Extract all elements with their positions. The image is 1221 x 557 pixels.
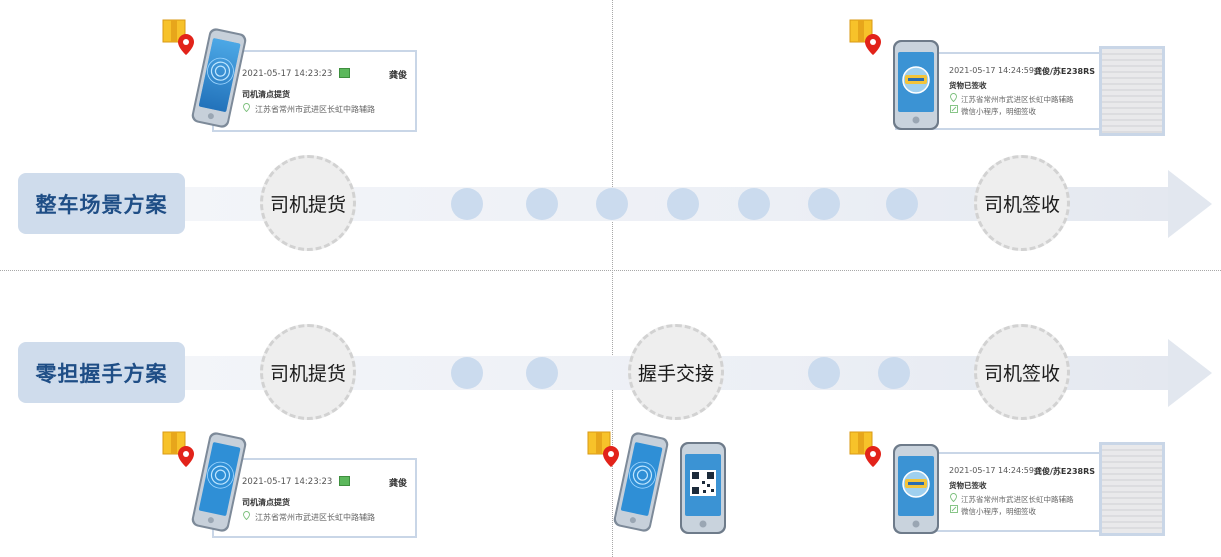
timeline-dot	[526, 357, 558, 389]
card-status: 货物已签收	[949, 481, 987, 490]
package-location-icon	[586, 428, 622, 472]
card-sign-method: 微信小程序，明细签收	[961, 507, 1036, 516]
location-pin-icon	[243, 103, 250, 112]
card-status: 司机清点提货	[242, 498, 290, 507]
package-location-icon	[161, 428, 197, 472]
stage-driver-sign: 司机签收	[974, 155, 1070, 251]
card-datetime: 2021-05-17 14:24:59	[949, 466, 1034, 475]
vertical-divider	[612, 0, 613, 557]
card-driver: 龚俊	[388, 479, 407, 489]
phone-nfc-icon	[190, 430, 248, 538]
scheme-label: 零担握手方案	[18, 342, 185, 403]
timeline-dot	[738, 188, 770, 220]
timeline-dot	[596, 188, 628, 220]
edit-icon	[950, 505, 958, 513]
phone-sign-stamp-icon	[890, 442, 942, 540]
card-driver-plate: 龚俊/苏E238RS	[1034, 67, 1096, 76]
phone-nfc-icon	[190, 26, 248, 134]
signed-document-thumbnail	[1099, 442, 1165, 536]
sign-record-card: 2021-05-17 14:24:59 龚俊/苏E238RS 货物已签收 江苏省…	[895, 46, 1165, 136]
stage-handshake-handover: 握手交接	[628, 324, 724, 420]
location-pin-icon	[243, 511, 250, 520]
card-address: 江苏省常州市武进区长虹中路辅路	[255, 105, 375, 114]
scheme-label: 整车场景方案	[18, 173, 185, 234]
card-datetime: 2021-05-17 14:23:23	[242, 69, 333, 79]
card-sign-method: 微信小程序，明细签收	[961, 107, 1036, 116]
timeline-arrowhead	[1168, 170, 1212, 238]
pickup-record-card: 2021-05-17 14:23:23 龚俊 司机清点提货 江苏省常州市武进区长…	[212, 50, 417, 132]
timeline-dot	[451, 357, 483, 389]
horizontal-divider	[0, 270, 1221, 271]
phone-nfc-icon	[612, 430, 670, 538]
signed-document-thumbnail	[1099, 46, 1165, 136]
timeline-arrowhead	[1168, 339, 1212, 407]
card-driver-plate: 龚俊/苏E238RS	[1034, 467, 1096, 476]
phone-sign-stamp-icon	[890, 38, 942, 136]
timeline-dot	[808, 357, 840, 389]
edit-icon	[950, 105, 958, 113]
package-location-icon	[161, 16, 197, 60]
image-icon	[339, 476, 350, 486]
timeline-dot	[878, 357, 910, 389]
timeline-dot	[451, 188, 483, 220]
location-pin-icon	[950, 493, 957, 502]
card-status: 司机清点提货	[242, 90, 290, 99]
card-datetime: 2021-05-17 14:24:59	[949, 66, 1034, 75]
image-icon	[339, 68, 350, 78]
card-address: 江苏省常州市武进区长虹中路辅路	[961, 495, 1074, 504]
card-address: 江苏省常州市武进区长虹中路辅路	[961, 95, 1074, 104]
card-datetime: 2021-05-17 14:23:23	[242, 477, 333, 487]
stage-driver-sign: 司机签收	[974, 324, 1070, 420]
card-address: 江苏省常州市武进区长虹中路辅路	[255, 513, 375, 522]
phone-qr-code-icon	[677, 440, 729, 540]
timeline-dot	[808, 188, 840, 220]
timeline-dot	[886, 188, 918, 220]
card-driver: 龚俊	[388, 71, 407, 81]
stage-driver-pickup: 司机提货	[260, 324, 356, 420]
package-location-icon	[848, 428, 884, 472]
package-location-icon	[848, 16, 884, 60]
card-status: 货物已签收	[949, 81, 987, 90]
stage-driver-pickup: 司机提货	[260, 155, 356, 251]
location-pin-icon	[950, 93, 957, 102]
sign-record-card: 2021-05-17 14:24:59 龚俊/苏E238RS 货物已签收 江苏省…	[895, 442, 1165, 536]
pickup-record-card: 2021-05-17 14:23:23 龚俊 司机清点提货 江苏省常州市武进区长…	[212, 458, 417, 538]
timeline-dot	[667, 188, 699, 220]
timeline-dot	[526, 188, 558, 220]
